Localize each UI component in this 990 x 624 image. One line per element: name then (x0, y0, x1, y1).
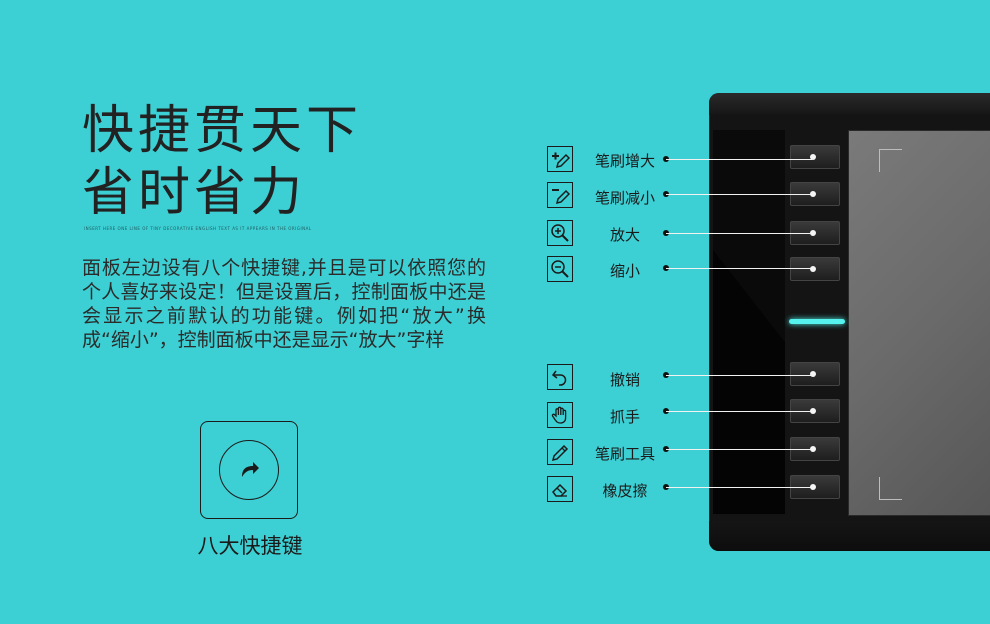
redo-arrow-icon (219, 440, 279, 500)
express-key-feature-icon-box (200, 421, 298, 519)
brush-minus-icon (547, 182, 573, 208)
connector-line (666, 194, 812, 195)
shortcut-label-hand: 抓手 (609, 408, 640, 426)
brush-plus-icon (547, 146, 573, 172)
hardware-key-1[interactable] (790, 145, 840, 169)
shortcut-label-eraser: 橡皮擦 (602, 482, 648, 500)
connector-line (666, 159, 812, 160)
tablet-active-area (848, 130, 990, 516)
shortcut-label-brush-decrease: 笔刷减小 (594, 189, 655, 207)
zoom-in-icon (547, 220, 573, 246)
hardware-key-4[interactable] (790, 257, 840, 281)
undo-icon (547, 364, 573, 390)
connector-line (666, 487, 812, 488)
shortcut-label-undo: 撤销 (609, 371, 640, 389)
connector-line (666, 233, 812, 234)
headline: 快捷贯天下 省时省力 (82, 100, 362, 224)
shortcut-label-brush-tool: 笔刷工具 (594, 445, 655, 463)
headline-line-1: 快捷贯天下 (82, 101, 363, 161)
zoom-out-icon (547, 256, 573, 282)
shortcut-label-zoom-out: 缩小 (609, 262, 640, 280)
description-text: 面板左边设有八个快捷键,并且是可以依照您的个人喜好来设定！但是设置后，控制面板中… (82, 257, 486, 351)
tablet-top-edge (709, 93, 990, 115)
drawing-tablet (709, 93, 990, 551)
connector-line (666, 268, 812, 269)
hand-icon (547, 402, 573, 428)
connector-line (666, 411, 812, 412)
tablet-bottom-edge (709, 521, 990, 551)
connector-line (666, 375, 812, 376)
active-area-corner-bottom (879, 477, 902, 500)
touch-ring-light (789, 319, 845, 324)
hardware-key-5[interactable] (790, 362, 840, 386)
fine-print: INSERT HERE ONE LINE OF TINY DECORATIVE … (84, 226, 312, 231)
headline-line-2: 省时省力 (82, 163, 307, 223)
active-area-corner-top (879, 149, 902, 172)
tablet-left-panel (713, 130, 785, 514)
connector-line (666, 449, 812, 450)
feature-label: 八大快捷键 (197, 534, 303, 558)
shortcut-label-zoom-in: 放大 (609, 226, 640, 244)
shortcut-label-brush-increase: 笔刷增大 (594, 152, 655, 170)
pencil-icon (547, 439, 573, 465)
eraser-icon (547, 476, 573, 502)
